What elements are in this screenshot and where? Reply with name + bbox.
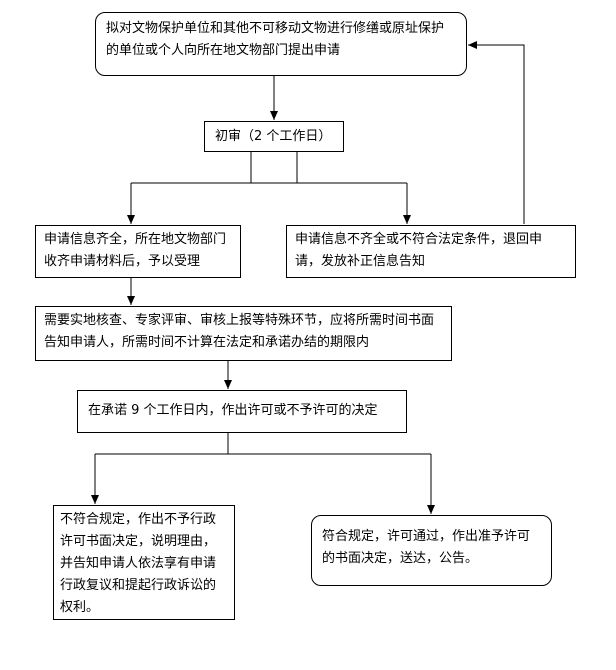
node-preliminary-review: 初审（2 个工作日）	[204, 121, 344, 152]
node-rejected-incomplete: 申请信息不齐全或不符合法定条件，退回申请，发放补正信息告知	[286, 225, 576, 278]
node-approved: 符合规定，许可通过，作出准予许可的书面决定，送达，公告。	[311, 515, 552, 586]
node-accepted: 申请信息齐全，所在地文物部门收齐申请材料后，予以受理	[35, 225, 241, 278]
node-special-procedures: 需要实地核查、专家评审、审核上报等特殊环节，应将所需时间书面告知申请人，所需时间…	[35, 306, 452, 361]
node-not-approved: 不符合规定，作出不予行政许可书面决定，说明理由，并告知申请人依法享有申请行政复议…	[53, 505, 235, 620]
node-decision: 在承诺 9 个工作日内，作出许可或不予许可的决定	[77, 390, 407, 433]
node-application: 拟对文物保护单位和其他不可移动文物进行修缮或原址保护的单位或个人向所在地文物部门…	[95, 12, 467, 76]
return-line-rejected-to-application	[468, 41, 525, 224]
